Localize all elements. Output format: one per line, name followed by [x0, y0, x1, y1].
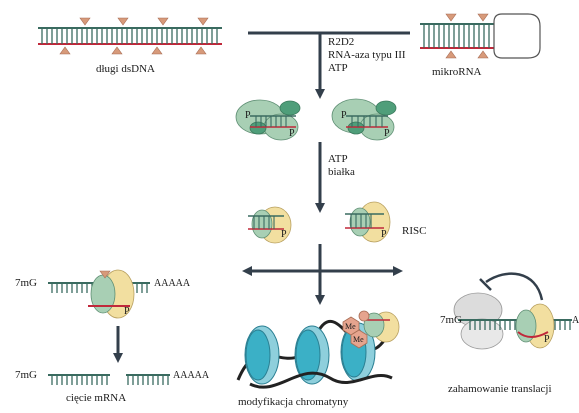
risc-complex-right: P: [345, 201, 391, 243]
cleaved-mrna-fragments: [48, 374, 170, 385]
long-dsrna-molecule: [38, 17, 222, 55]
phosphate-label: P: [281, 229, 287, 240]
phosphate-label: P: [124, 306, 130, 317]
chromatin-modification-label: modyfikacja chromatyny: [238, 396, 349, 408]
risc-on-mrna: P: [515, 303, 555, 349]
dicer-complex-right: P P: [331, 98, 397, 141]
microrna-hairpin: [420, 13, 541, 59]
long-dsrna-label: długi dsDNA: [96, 63, 155, 75]
translation-inhibition-label: zahamowanie translacji: [448, 383, 552, 395]
mrna-cleavage-label: cięcie mRNA: [66, 392, 126, 404]
phosphate-label: P: [289, 128, 295, 139]
risc-label: RISC: [402, 225, 426, 237]
nucleosome-2: [294, 325, 330, 385]
dicer-complex-left: P P: [235, 99, 301, 141]
phosphate-label: P: [381, 229, 387, 240]
inhibition-bar: [479, 278, 492, 291]
phosphate-label: P: [384, 128, 390, 139]
poly-a-label-2: AAAAA: [173, 370, 210, 381]
microrna-label: mikroRNA: [432, 66, 482, 78]
nucleosome-1: [244, 325, 280, 385]
cap-7mg-label-3: 7mG: [440, 314, 462, 326]
risc-on-chromatin: Me Me: [342, 310, 400, 349]
risc-complex-left: P: [248, 206, 292, 244]
factor-proteins: białka: [328, 166, 355, 178]
methyl-group: Me: [350, 329, 368, 349]
cut-site-markers-mirna: [445, 13, 489, 59]
phosphate-label: P: [544, 334, 550, 345]
cut-site-markers: [59, 17, 209, 55]
phosphate-label: P: [245, 110, 251, 121]
mrna-target-complex: P: [48, 269, 150, 319]
poly-a-label-3: A: [572, 315, 579, 326]
svg-text:Me: Me: [353, 335, 364, 344]
cap-7mg-label: 7mG: [15, 277, 37, 289]
translation-target-mrna: [458, 319, 572, 330]
phosphate-label: P: [341, 110, 347, 121]
inhibition-arrow: [485, 272, 544, 301]
factor-atp-2: ATP: [328, 153, 348, 165]
cap-7mg-label-2: 7mG: [15, 369, 37, 381]
svg-text:Me: Me: [345, 322, 356, 331]
factor-atp-1: ATP: [328, 62, 348, 74]
poly-a-label: AAAAA: [154, 278, 191, 289]
methyl-dot: [358, 310, 370, 322]
cleavage-site-marker: [99, 270, 111, 279]
factor-r2d2: R2D2: [328, 36, 354, 48]
factor-rnase-iii: RNA-aza typu III: [328, 49, 406, 61]
